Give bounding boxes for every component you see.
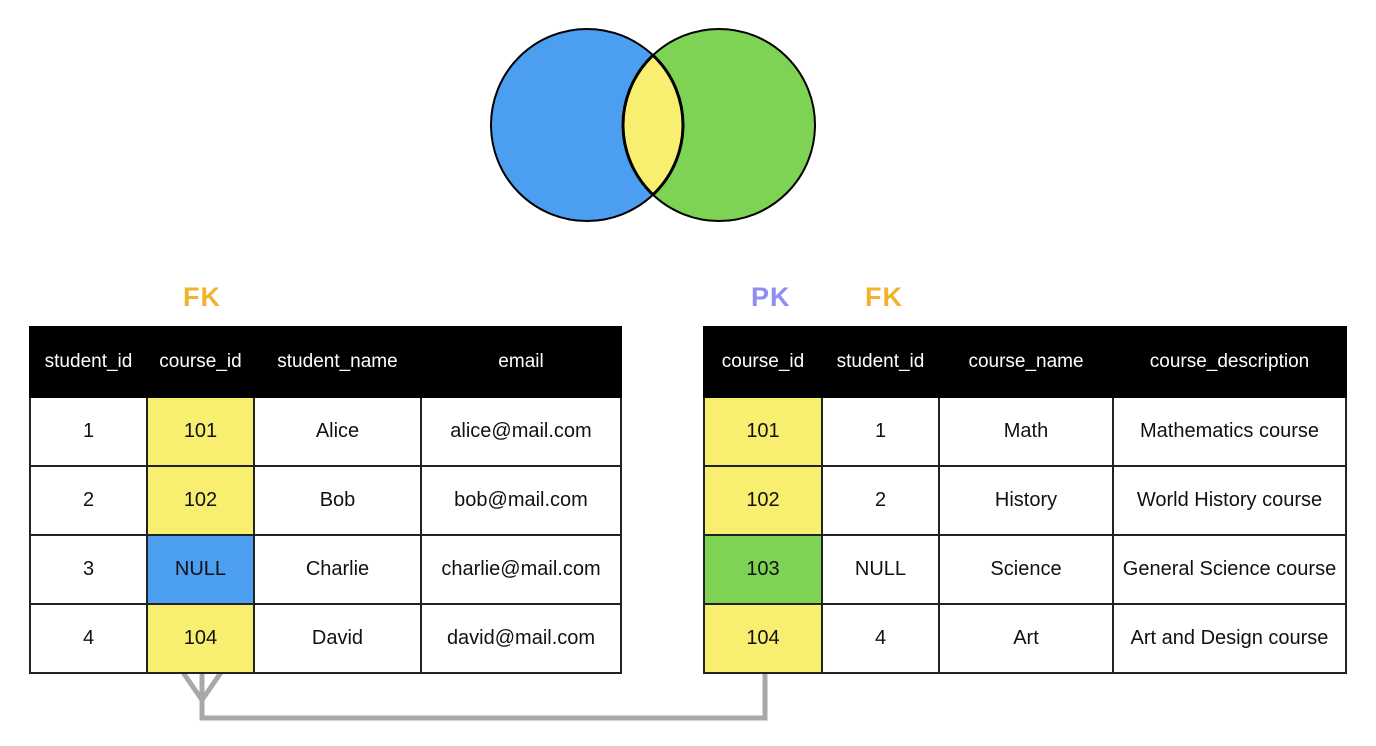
column-header: course_description xyxy=(1112,326,1347,398)
table-cell: Art xyxy=(938,603,1114,674)
table-cell-highlighted: 102 xyxy=(703,465,823,536)
table-cell: Charlie xyxy=(253,534,422,605)
table-cell: 2 xyxy=(29,465,148,536)
table-cell: World History course xyxy=(1112,465,1347,536)
table-cell: Bob xyxy=(253,465,422,536)
column-header: student_id xyxy=(821,326,940,398)
table-cell-unmatched: 103 xyxy=(703,534,823,605)
table-row: 103 NULL Science General Science course xyxy=(703,534,1347,605)
crow-foot-icon xyxy=(179,669,225,705)
table-cell: 2 xyxy=(821,465,940,536)
table-cell-highlighted: 104 xyxy=(146,603,255,674)
table-cell: 1 xyxy=(29,396,148,467)
table-cell: alice@mail.com xyxy=(420,396,622,467)
courses-pk-label: PK xyxy=(751,282,791,312)
column-header: student_name xyxy=(253,326,422,398)
table-cell: Science xyxy=(938,534,1114,605)
table-row: 2 102 Bob bob@mail.com xyxy=(29,465,622,536)
table-cell: charlie@mail.com xyxy=(420,534,622,605)
venn-diagram xyxy=(490,28,816,222)
table-cell: david@mail.com xyxy=(420,603,622,674)
table-row: 1 101 Alice alice@mail.com xyxy=(29,396,622,467)
column-header: course_id xyxy=(703,326,823,398)
table-cell: David xyxy=(253,603,422,674)
table-cell: 4 xyxy=(821,603,940,674)
table-row: 104 4 Art Art and Design course xyxy=(703,603,1347,674)
table-cell: Mathematics course xyxy=(1112,396,1347,467)
table-cell: History xyxy=(938,465,1114,536)
table-cell: 3 xyxy=(29,534,148,605)
header-row: course_id student_id course_name course_… xyxy=(703,326,1347,398)
table-cell: 4 xyxy=(29,603,148,674)
courses-fk-label: FK xyxy=(865,282,903,312)
table-cell-highlighted: 101 xyxy=(146,396,255,467)
column-header: email xyxy=(420,326,622,398)
table-cell: General Science course xyxy=(1112,534,1347,605)
courses-table: course_id student_id course_name course_… xyxy=(703,326,1347,674)
table-cell: Math xyxy=(938,396,1114,467)
table-cell: Art and Design course xyxy=(1112,603,1347,674)
table-cell: 1 xyxy=(821,396,940,467)
table-cell: NULL xyxy=(821,534,940,605)
table-row: 101 1 Math Mathematics course xyxy=(703,396,1347,467)
venn-intersection-edge xyxy=(622,28,685,222)
table-row: 4 104 David david@mail.com xyxy=(29,603,622,674)
students-table: student_id course_id student_name email … xyxy=(29,326,622,674)
table-row: 3 NULL Charlie charlie@mail.com xyxy=(29,534,622,605)
header-row: student_id course_id student_name email xyxy=(29,326,622,398)
connector-line xyxy=(199,664,768,721)
table-row: 102 2 History World History course xyxy=(703,465,1347,536)
column-header: course_name xyxy=(938,326,1114,398)
students-fk-label: FK xyxy=(183,282,221,312)
column-header: student_id xyxy=(29,326,148,398)
table-cell-highlighted: 104 xyxy=(703,603,823,674)
column-header: course_id xyxy=(146,326,255,398)
table-cell-highlighted: 101 xyxy=(703,396,823,467)
table-cell: Alice xyxy=(253,396,422,467)
table-cell-highlighted: 102 xyxy=(146,465,255,536)
table-cell-null: NULL xyxy=(146,534,255,605)
table-cell: bob@mail.com xyxy=(420,465,622,536)
